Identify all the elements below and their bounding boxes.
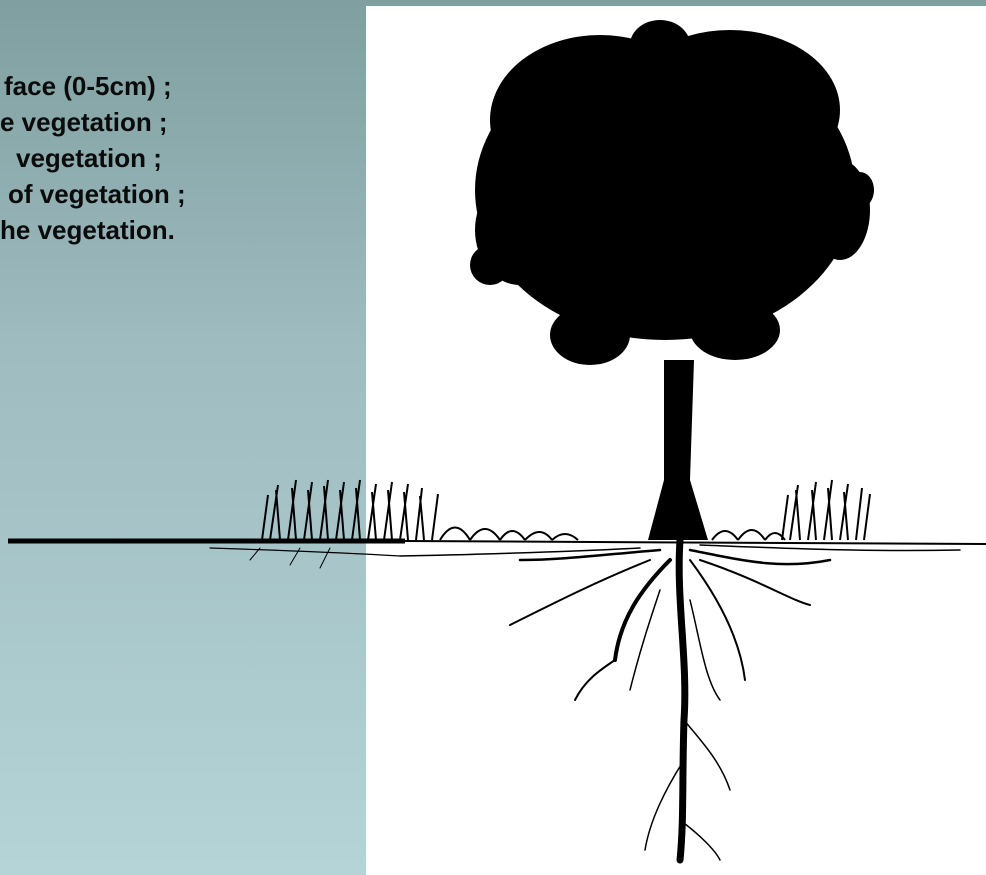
grass-left-icon [262,480,578,540]
ground-line-right [405,541,986,544]
tree-canopy-icon [470,20,874,365]
tree-trunk-icon [648,360,708,540]
grass-right-icon [712,480,870,540]
roots-icon [210,540,960,860]
